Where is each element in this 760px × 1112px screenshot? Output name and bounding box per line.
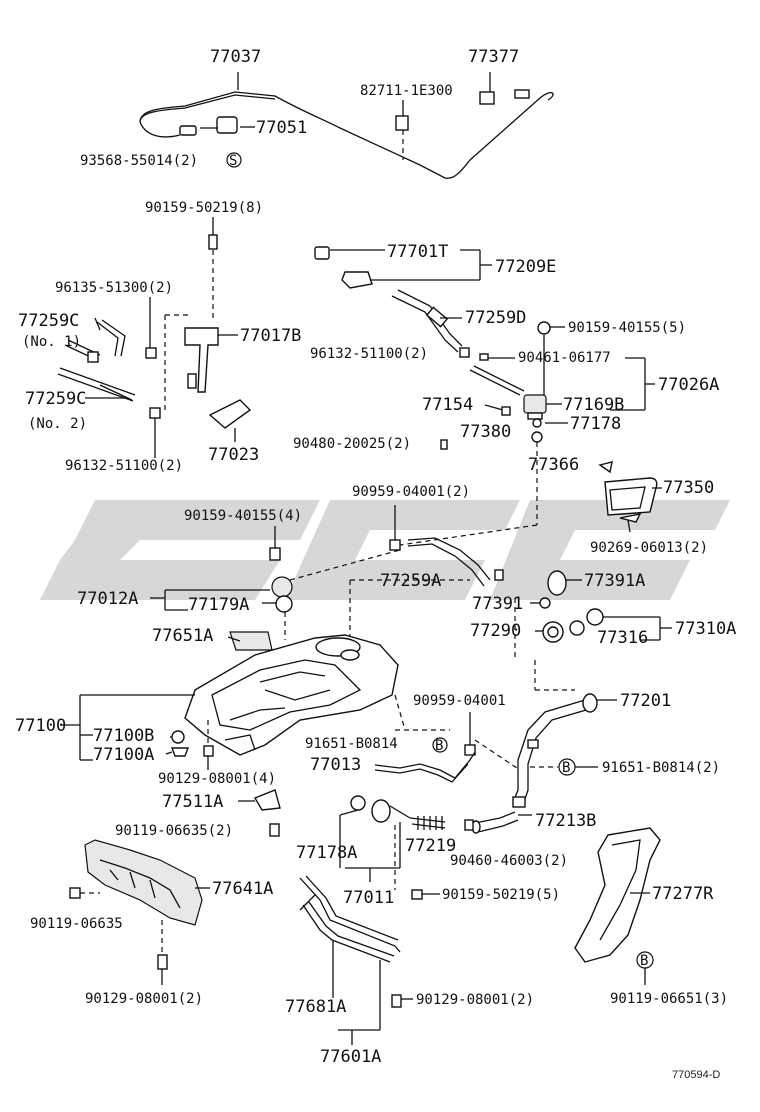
- label-77601a: 77601A: [320, 1047, 381, 1067]
- label-77277r: 77277R: [652, 884, 714, 904]
- label-90461-06177: 90461-06177: [518, 350, 611, 366]
- hose-77259d: [391, 289, 463, 353]
- hose-77259c-no1: [64, 319, 126, 363]
- label-77100: 77100: [15, 716, 66, 736]
- label-77511a: 77511A: [162, 792, 223, 812]
- label-77100a: 77100A: [93, 745, 154, 765]
- label-77641a: 77641A: [212, 879, 273, 899]
- label-77259d: 77259D: [465, 308, 526, 328]
- hose-77259c-no2: [57, 367, 136, 402]
- label-90119-06635: 90119-06635: [30, 916, 123, 932]
- label-90959-04001-2: 90959-04001(2): [352, 484, 470, 500]
- label-90159-50219-8: 90159-50219(8): [145, 200, 263, 216]
- hose-77259a: [407, 537, 504, 587]
- label-90119-06651: 90119-06651(3): [610, 991, 728, 1007]
- label-77290: 77290: [470, 621, 521, 641]
- label-91651-b0814-2: 91651-B0814(2): [602, 760, 720, 776]
- tube-77013: [374, 751, 476, 783]
- label-77012a: 77012A: [77, 589, 138, 609]
- label-77026a: 77026A: [658, 375, 719, 395]
- label-77259a: 77259A: [380, 571, 441, 591]
- label-90129-08001-2a: 90129-08001(2): [85, 991, 203, 1007]
- label-77259c-no2: 77259C: [25, 389, 86, 409]
- label-77154: 77154: [422, 395, 473, 415]
- label-90159-40155-5: 90159-40155(5): [568, 320, 686, 336]
- pump-77026a: [469, 365, 547, 420]
- bracket-77023: [208, 399, 252, 429]
- label-96135-51300: 96135-51300(2): [55, 280, 173, 296]
- label-77681a: 77681A: [285, 997, 346, 1017]
- bracket-77017b: [184, 327, 219, 393]
- label-90480-20025: 90480-20025(2): [293, 436, 411, 452]
- label-77316: 77316: [597, 628, 648, 648]
- watermark-logo: [40, 500, 730, 600]
- label-77169b: 77169B: [563, 395, 624, 415]
- label-77100b: 77100B: [93, 726, 154, 746]
- label-90129-08001-2b: 90129-08001(2): [416, 992, 534, 1008]
- label-77219: 77219: [405, 836, 456, 856]
- valve-77701t: [314, 246, 373, 289]
- label-77178: 77178: [570, 414, 621, 434]
- label-77051: 77051: [256, 118, 307, 138]
- label-90959-04001: 90959-04001: [413, 693, 506, 709]
- label-77380: 77380: [460, 422, 511, 442]
- label-96132-51100-b: 96132-51100(2): [65, 458, 183, 474]
- label-82711-1e300: 82711-1E300: [360, 83, 453, 99]
- label-77259c-no1: 77259C: [18, 311, 79, 331]
- label-90159-50219-5: 90159-50219(5): [442, 887, 560, 903]
- fuel-tank-77100: [184, 634, 399, 756]
- label-77017b: 77017B: [240, 326, 301, 346]
- hose-77213b: [471, 811, 519, 834]
- protector-77277r: [574, 827, 661, 963]
- filler-neck-77201: [512, 693, 598, 808]
- label-77651a: 77651A: [152, 626, 213, 646]
- label-90119-06635-2: 90119-06635(2): [115, 823, 233, 839]
- label-93568-55014: 93568-55014(2): [80, 153, 198, 169]
- label-77037: 77037: [210, 47, 261, 67]
- label-77350: 77350: [663, 478, 714, 498]
- label-90460-46003: 90460-46003(2): [450, 853, 568, 869]
- diagram-reference-code: 770594-D: [672, 1069, 720, 1081]
- s-marker-label: S: [229, 153, 237, 169]
- b-marker-label-2: B: [562, 760, 570, 776]
- fuel-lid-cable: [139, 89, 554, 179]
- b-marker-icon: [432, 737, 448, 753]
- label-77213b: 77213B: [535, 811, 596, 831]
- straps-77601a: [299, 875, 401, 963]
- label-90269-06013: 90269-06013(2): [590, 540, 708, 556]
- label-77201: 77201: [620, 691, 671, 711]
- bracket-77511a: [253, 789, 281, 811]
- label-77178a: 77178A: [296, 843, 357, 863]
- label-77701t: 77701T: [387, 242, 448, 262]
- filler-pipe-77011: [350, 795, 474, 831]
- label-90129-08001-4: 90129-08001(4): [158, 771, 276, 787]
- label-77310a: 77310A: [675, 619, 736, 639]
- b-marker-label-3: B: [640, 953, 648, 969]
- fuel-lid-77350: [604, 477, 658, 516]
- label-77366: 77366: [528, 455, 579, 475]
- label-77391a: 77391A: [584, 571, 645, 591]
- b-marker-label-1: B: [435, 738, 443, 754]
- label-91651-b0814: 91651-B0814: [305, 736, 398, 752]
- label-77011: 77011: [343, 888, 394, 908]
- label-no2: (No. 2): [28, 416, 87, 432]
- label-96132-51100-a: 96132-51100(2): [310, 346, 428, 362]
- label-77023: 77023: [208, 445, 259, 465]
- label-90159-40155-4: 90159-40155(4): [184, 508, 302, 524]
- label-77179a: 77179A: [188, 595, 249, 615]
- protector-77641a: [84, 839, 203, 926]
- s-marker-icon: [226, 152, 242, 168]
- label-77013: 77013: [310, 755, 361, 775]
- label-77209e: 77209E: [495, 257, 556, 277]
- label-77377: 77377: [468, 47, 519, 67]
- check-valve-77179a: [271, 576, 293, 613]
- pad-77651a: [229, 631, 273, 651]
- label-77391: 77391: [472, 594, 523, 614]
